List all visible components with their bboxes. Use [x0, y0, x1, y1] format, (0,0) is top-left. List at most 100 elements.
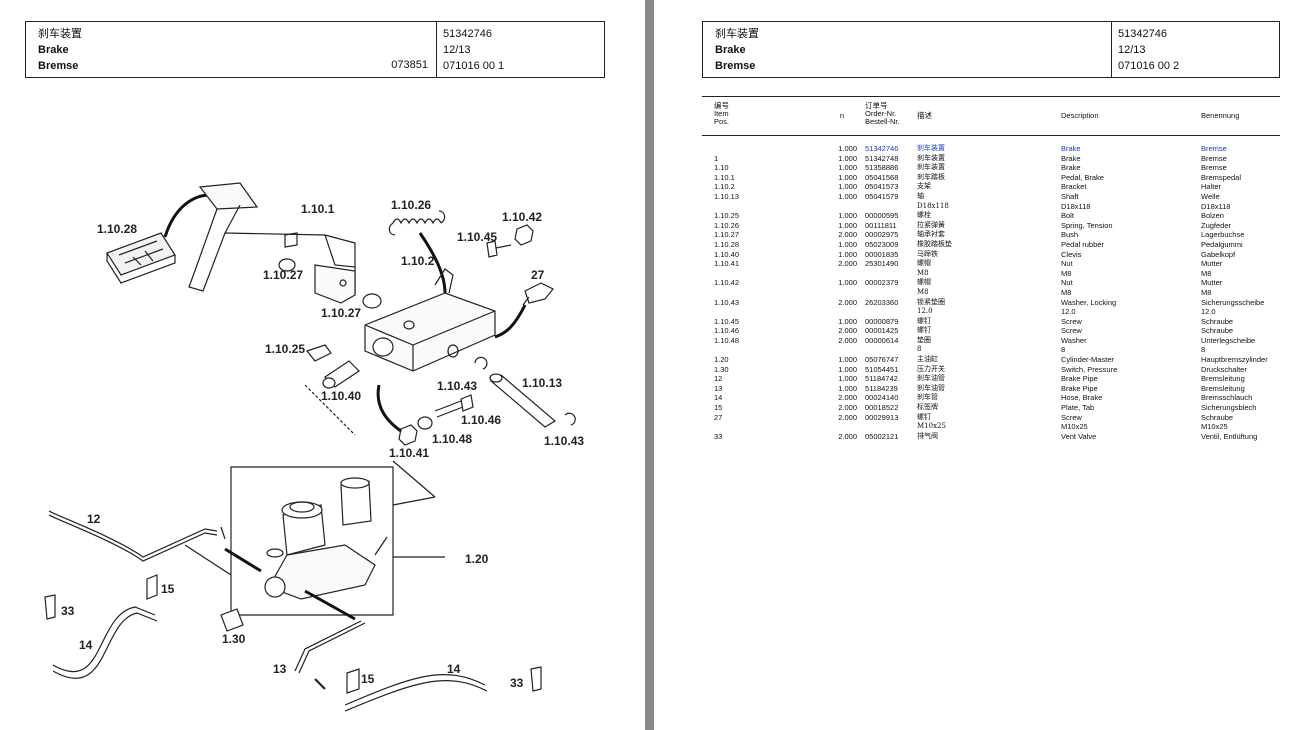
cell-description-cn: 12.0 — [917, 307, 933, 316]
callout-1-10-26: 1.10.26 — [391, 198, 431, 212]
cell-description: Washer — [1061, 335, 1087, 345]
bracket-part — [364, 268, 496, 372]
header-order-cn: 订单号 — [865, 101, 888, 110]
cell-benennung: Schraube — [1201, 412, 1234, 422]
cell-description: M8 — [1061, 268, 1072, 278]
cell-benennung: Bremsleitung — [1201, 383, 1245, 393]
callout-1-10-27-a: 1.10.27 — [263, 268, 303, 282]
cell-order-number: 00001425 — [865, 326, 899, 336]
header-pos-en: Item — [714, 109, 729, 118]
cell-description: Washer, Locking — [1061, 297, 1117, 307]
cell-qty — [769, 288, 857, 298]
cell-description-cn: 垫圈 — [917, 335, 931, 344]
cell-pos — [702, 269, 769, 279]
cell-description-cn[interactable]: 刹车装置 — [917, 144, 945, 152]
page-number: 12/13 — [443, 44, 471, 56]
vent-valve-33-b — [530, 666, 542, 692]
cell-order-number: 26203360 — [865, 297, 899, 307]
master-cylinder-part — [264, 477, 388, 600]
cell-benennung[interactable]: Bremse — [1201, 144, 1227, 153]
cell-description[interactable]: Brake — [1061, 144, 1081, 153]
brake-pipe-12 — [48, 510, 226, 562]
screw-part-1-10-46 — [434, 394, 474, 418]
cell-description: Clevis — [1061, 249, 1082, 259]
header-order-en: Order-Nr. — [865, 109, 897, 118]
cell-benennung: 8 — [1201, 345, 1206, 355]
cell-pos: 1.10.13 — [714, 191, 740, 201]
cell-description-cn: D18x118 — [917, 201, 949, 210]
cell-description-cn: 主油缸 — [917, 355, 938, 364]
header-pos-de: Pos. — [714, 117, 730, 126]
cell-pos: 1.10.2 — [714, 182, 735, 192]
cell-description: Hose, Brake — [1061, 393, 1103, 403]
title-cn: 刹车装置 — [715, 28, 759, 40]
brake-hose-14-right — [344, 674, 488, 712]
cell-pos: 1.10.46 — [714, 326, 740, 336]
cell-qty: 1.000 — [838, 355, 857, 365]
cell-qty: 2.000 — [838, 259, 857, 269]
cell-order-number: 00002975 — [865, 230, 899, 240]
cell-order-number: 51054451 — [865, 364, 899, 374]
cell-pos: 1.10.48 — [714, 335, 740, 345]
cell-description-cn: 拉紧弹簧 — [917, 220, 945, 229]
cell-pos: 33 — [714, 431, 723, 441]
callout-13: 13 — [273, 662, 287, 676]
cell-order-number: 00002379 — [865, 278, 899, 288]
cell-order-number — [857, 345, 907, 355]
cell-order-number — [857, 288, 907, 298]
cell-description: Bracket — [1061, 182, 1087, 192]
cell-benennung: D18x118 — [1201, 201, 1231, 211]
cell-qty: 2.000 — [838, 403, 857, 413]
cell-description: Bush — [1061, 230, 1079, 240]
title-cn: 刹车装置 — [38, 28, 82, 40]
cell-order-number — [857, 422, 907, 432]
brake-pedal-part — [188, 182, 356, 304]
washer-part — [417, 416, 433, 430]
cell-description-cn: 螺帽 — [917, 259, 931, 268]
cell-benennung: Bremse — [1201, 163, 1227, 173]
cell-benennung: Zugfeder — [1201, 220, 1232, 230]
callout-1-10-48: 1.10.48 — [432, 432, 472, 446]
cell-qty — [769, 269, 857, 279]
cell-order-number[interactable]: 51342746 — [865, 144, 899, 153]
cell-qty: 1.000 — [838, 374, 857, 384]
cell-benennung: Lagerbuchse — [1201, 230, 1245, 240]
cell-order-number — [857, 269, 907, 279]
cell-benennung: Welle — [1201, 191, 1220, 201]
cell-qty — [769, 345, 857, 355]
cell-order-number: 05041568 — [865, 172, 899, 182]
cell-order-number: 00000595 — [865, 211, 899, 221]
cell-description: Brake — [1061, 163, 1081, 173]
parts-list-table: 编号 Item Pos. n 订单号 Order-Nr. Bestell-Nr.… — [702, 96, 1280, 441]
cell-description: Switch, Pressure — [1061, 364, 1118, 374]
callout-33-b: 33 — [510, 676, 524, 690]
cell-qty: 1.000 — [838, 182, 857, 192]
callout-33-a: 33 — [61, 604, 75, 618]
cell-order-number: 05002121 — [865, 431, 899, 441]
bolt-part-1-10-25 — [305, 344, 332, 362]
callout-1-10-42: 1.10.42 — [502, 210, 542, 224]
cell-order-number: 25301490 — [865, 259, 899, 269]
callout-1-10-43-b: 1.10.43 — [544, 434, 584, 448]
cell-benennung: Gabelkopf — [1201, 249, 1236, 259]
cell-order-number — [857, 202, 907, 212]
cell-pos: 1.10.43 — [714, 297, 740, 307]
callout-1-10-43-a: 1.10.43 — [437, 379, 477, 393]
header-pos: 编号 Item Pos. — [702, 97, 769, 135]
cell-qty: 1.000 — [838, 383, 857, 393]
cell-description-cn: M8 — [917, 287, 929, 296]
cell-pos: 1.20 — [714, 355, 729, 365]
cell-description: 12.0 — [1061, 307, 1076, 317]
title-en: Brake — [38, 44, 69, 56]
cell-description: Pedal rubber — [1061, 239, 1104, 249]
cell-description: Shaft — [1061, 191, 1079, 201]
